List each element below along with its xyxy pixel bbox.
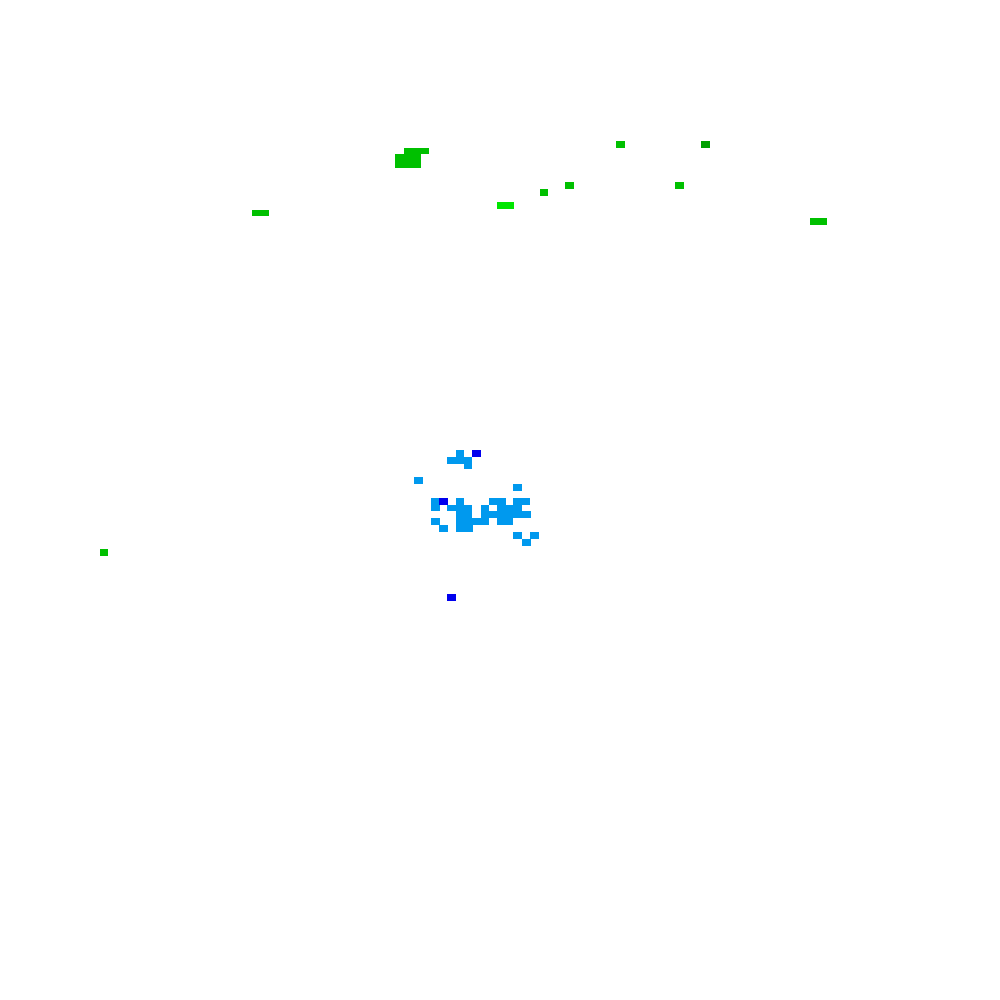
green-cell [701,141,710,148]
blue-cell [456,450,464,457]
green-cell [675,182,684,189]
green-cell [100,549,108,556]
blue-cell [431,498,440,505]
blue-cell [530,532,539,539]
dark-blue-cell [439,498,448,505]
blue-cell [414,477,423,484]
blue-cell [456,518,489,525]
blue-cell [497,505,522,511]
blue-cell [456,511,472,518]
green-cell [252,210,269,216]
green-cell [810,218,827,225]
blue-cell [497,518,513,525]
green-cell [565,182,574,189]
blue-cell [431,505,440,511]
blue-cell [489,498,506,505]
green-cell [616,141,625,148]
blue-cell [513,484,522,491]
blue-cell [513,498,530,505]
dark-blue-cell [447,594,456,601]
blue-cell [522,539,531,546]
green-cell [404,148,429,154]
green-cell [395,154,421,168]
blue-cell [431,518,440,525]
blue-cell [456,498,464,505]
blue-cell [522,511,531,518]
green-cell [497,202,514,209]
blue-cell [439,525,448,532]
blue-cell [447,505,472,511]
blue-cell [456,525,473,532]
blue-cell [513,532,522,539]
blue-cell [481,511,498,518]
blue-cell [464,463,472,469]
blue-cell [497,511,522,518]
blue-cell [447,457,472,464]
green-cell [540,189,548,196]
blue-cell [481,505,489,511]
dark-blue-cell [472,450,481,457]
